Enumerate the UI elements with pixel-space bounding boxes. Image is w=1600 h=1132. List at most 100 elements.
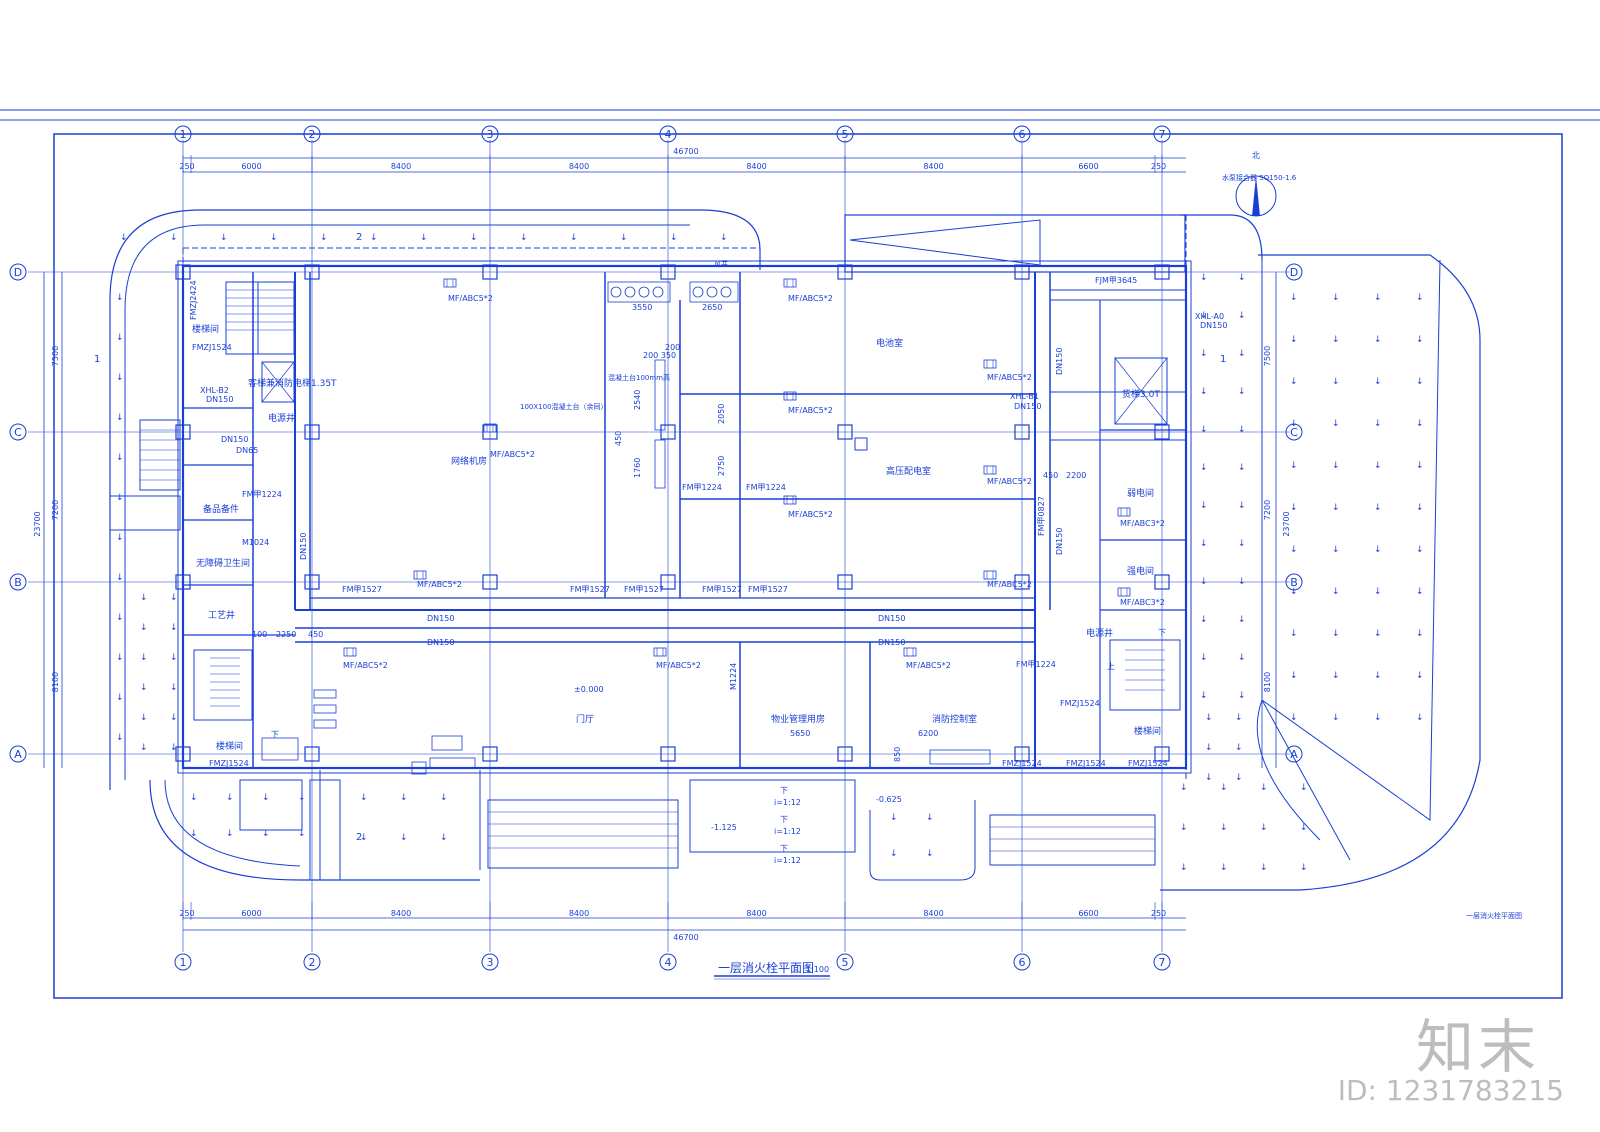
planting-marker: ↓ <box>440 793 448 803</box>
dimension-chain-top: 46700 <box>183 147 1186 173</box>
axis-bubble-col-3-top: 3 <box>481 125 499 143</box>
planting-marker: ↓ <box>1416 419 1424 429</box>
exterior-steps-west <box>109 419 181 531</box>
planting-marker: ↓ <box>1180 823 1188 833</box>
axis-bubble-col-5-top-label: 5 <box>842 128 849 141</box>
planting-marker: ↓ <box>140 593 148 603</box>
planting-marker: ↓ <box>116 373 124 383</box>
dim-2650: 2650 <box>702 303 722 312</box>
stair-up: 上 <box>1107 662 1115 671</box>
planting-marker: ↓ <box>1332 545 1340 555</box>
planting-marker: ↓ <box>1238 615 1246 625</box>
extinguisher-icon <box>413 570 427 580</box>
planting-marker: ↓ <box>1332 587 1340 597</box>
door-fmz-2424: FMZJ2424 <box>189 280 198 320</box>
planting-marker: ↓ <box>170 233 178 243</box>
room-stair-sw: 楼梯间 <box>216 740 243 752</box>
planting-marker: ↓ <box>1332 293 1340 303</box>
dimension-chain-bottom: 46700 <box>183 917 1186 942</box>
planting-marker: ↓ <box>926 813 934 823</box>
planting-marker: ↓ <box>1200 615 1208 625</box>
room-fire-control: 消防控制室 <box>932 713 977 725</box>
column <box>482 574 498 590</box>
axis-bubble-row-D-left-label: D <box>14 266 22 279</box>
planting-marker: ↓ <box>1374 671 1382 681</box>
axis-bubble-row-B-right-label: B <box>1290 576 1298 589</box>
planting-marker: ↓ <box>220 233 228 243</box>
axis-bubble-col-2-bottom: 2 <box>303 953 321 971</box>
room-property: 物业管理用房 <box>771 713 825 725</box>
planting-marker: ↓ <box>1416 587 1424 597</box>
planting-marker: ↓ <box>470 233 478 243</box>
pipe-label-vert: DN150 <box>1055 348 1064 375</box>
door-fmj-1224: FM甲1224 <box>242 490 282 499</box>
structural-columns <box>175 264 1170 762</box>
planting-marker: ↓ <box>116 493 124 503</box>
planting-marker: ↓ <box>1235 773 1243 783</box>
planting-marker: ↓ <box>1374 377 1382 387</box>
axis-bubble-col-7-top: 7 <box>1153 125 1171 143</box>
pipe-label: DN150 <box>1014 402 1041 411</box>
planting-marker: ↓ <box>262 793 270 803</box>
planting-marker: ↓ <box>170 713 178 723</box>
planting-marker: ↓ <box>1374 461 1382 471</box>
door-fmj-1527: FM甲1527 <box>748 585 788 594</box>
room-spares: 备品备件 <box>203 503 239 515</box>
door-fmz-1524: FMZJ1524 <box>209 759 249 768</box>
column <box>660 264 676 280</box>
column <box>482 424 498 440</box>
planting-marker: ↓ <box>116 533 124 543</box>
corner-title: 一层消火栓平面图 <box>1466 911 1522 920</box>
planting-marker: ↓ <box>1416 671 1424 681</box>
planting-marker: ↓ <box>1416 545 1424 555</box>
column <box>660 424 676 440</box>
planting-marker: ↓ <box>890 849 898 859</box>
column <box>837 264 853 280</box>
extinguisher-icon <box>783 495 797 505</box>
planting-marker: ↓ <box>1374 419 1382 429</box>
row-dim-d-c-right: 7500 <box>1263 346 1272 366</box>
door-fmj-1527: FM甲1527 <box>624 585 664 594</box>
level-down-2: -0.625 <box>876 795 902 804</box>
pipe-label: DN150 <box>878 614 905 623</box>
planting-marker: ↓ <box>1238 425 1246 435</box>
north-label: 北 <box>1252 151 1260 160</box>
column <box>304 574 320 590</box>
pipe-door-labels: DN150 DN150 DN150 DN150 DN150 DN150 DN15… <box>189 276 1227 768</box>
extinguisher-tags: MF/ABC5*2 MF/ABC5*2 MF/ABC5*2 MF/ABC5*2 … <box>343 294 1165 670</box>
planting-marker: ↓ <box>140 653 148 663</box>
planting-marker: ↓ <box>120 233 128 243</box>
door-m1024: M1024 <box>242 538 269 547</box>
axis-bubble-row-A-left-label: A <box>14 748 22 761</box>
stair-down: 下 <box>271 730 279 739</box>
planting-marker: ↓ <box>320 233 328 243</box>
extinguisher-icon <box>783 278 797 288</box>
ramp-down: 下 <box>780 844 788 853</box>
axis-bubble-col-1-top: 1 <box>174 125 192 143</box>
ramp-slope: i=1:12 <box>774 856 801 865</box>
column <box>837 574 853 590</box>
axis-bubble-row-C-left-label: C <box>14 426 22 439</box>
section-2-bottom: 2 <box>356 832 362 843</box>
concrete-note-2: 混凝土台100mm高 <box>608 373 670 382</box>
planting-marker: ↓ <box>1300 783 1308 793</box>
extinguisher-icon <box>653 647 667 657</box>
axis-bubble-col-4-bottom: 4 <box>659 953 677 971</box>
room-labels: 楼梯间 客梯兼消防电梯1.35T 电源井 备品备件 无障碍卫生间 工艺井 楼梯间… <box>192 323 1161 752</box>
bay-dim-top-4: 8400 <box>746 162 766 171</box>
planting-marker: ↓ <box>370 233 378 243</box>
ext-tag: MF/ABC5*2 <box>788 510 833 519</box>
planting-marker: ↓ <box>1200 501 1208 511</box>
axis-bubble-col-1-bottom-label: 1 <box>180 956 187 969</box>
ext-tag: MF/ABC5*2 <box>788 406 833 415</box>
door-fmz-1524: FMZJ1524 <box>1060 699 1100 708</box>
axis-bubble-col-6-top-label: 6 <box>1019 128 1026 141</box>
axis-bubble-row-D-right: D <box>1285 263 1303 281</box>
door-fmj-1224: FM甲1224 <box>746 483 786 492</box>
planting-marker: ↓ <box>1200 273 1208 283</box>
planting-marker: ↓ <box>1332 503 1340 513</box>
dim-2540: 2540 <box>633 390 642 410</box>
column <box>482 264 498 280</box>
planting-marker: ↓ <box>1238 577 1246 587</box>
